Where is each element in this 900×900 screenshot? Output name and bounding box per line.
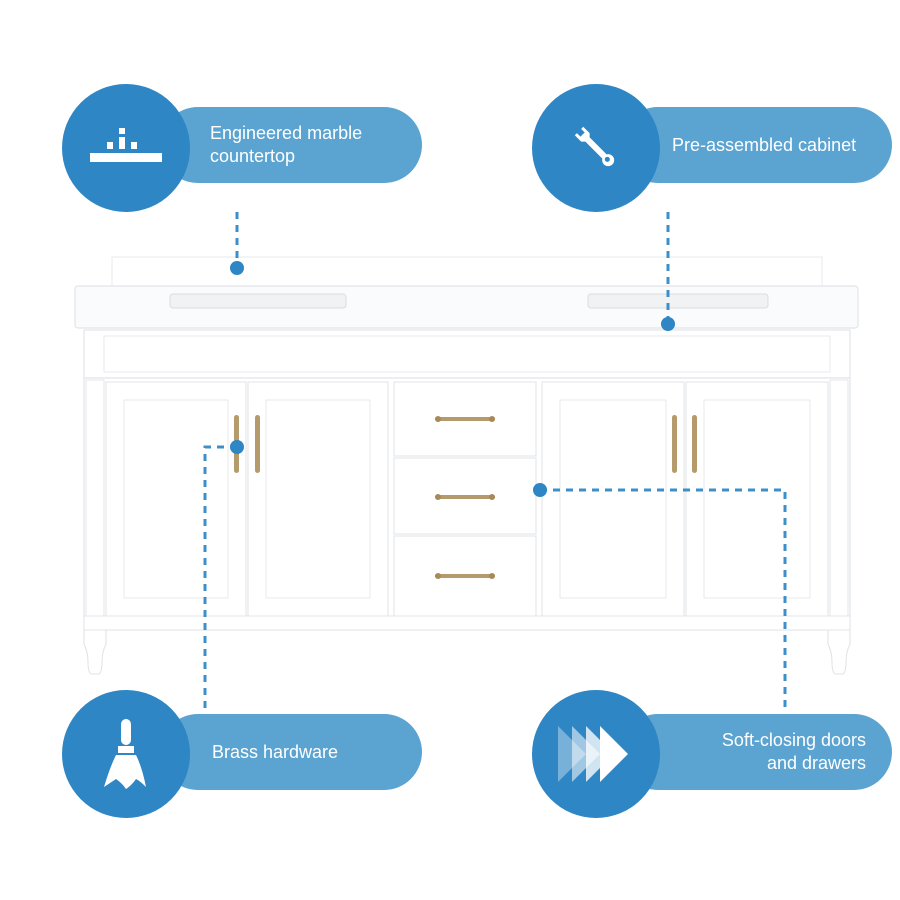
feature-label-line: countertop (210, 146, 296, 166)
feature-label-line: Soft-closing doors (721, 730, 866, 750)
feature-circle-countertop (62, 84, 190, 212)
door-4 (685, 381, 829, 617)
left-post (85, 379, 105, 629)
feature-circle-soft-close (532, 690, 660, 818)
leader-line-soft-close (540, 488, 787, 712)
paintbrush-icon (104, 719, 146, 789)
door-handle (672, 415, 677, 473)
door-handle (692, 415, 697, 473)
feature-circle-hardware (62, 690, 190, 818)
right-leg (827, 629, 851, 675)
drawer-pull (435, 494, 495, 500)
leader-line-hardware (203, 445, 237, 712)
feature-label-line: and drawers (766, 753, 866, 773)
leader-dot-cabinet (661, 317, 675, 331)
drawer-pull (435, 416, 495, 422)
left-sink (169, 293, 347, 309)
leader-dot-soft-close (533, 483, 547, 497)
door-3 (541, 381, 685, 617)
door-2 (247, 381, 389, 617)
bottom-rail (83, 615, 851, 631)
leader-dot-countertop (230, 261, 244, 275)
feature-label-line: Pre-assembled cabinet (672, 134, 857, 155)
door-handle (255, 415, 260, 473)
right-sink (587, 293, 769, 309)
cabinet-apron (83, 329, 851, 379)
drawer-pull (435, 573, 495, 579)
feature-label-line: Brass hardware (212, 741, 339, 762)
left-leg (83, 629, 107, 675)
feature-pill-soft-close: Soft-closing doors and drawers (620, 714, 892, 790)
feature-pill-countertop: Engineered marble countertop (160, 107, 422, 183)
countertop-icon (90, 128, 162, 162)
wrench-icon (574, 126, 615, 167)
feature-circle-cabinet (532, 84, 660, 212)
leader-dot-hardware (230, 440, 244, 454)
door-1 (105, 381, 247, 617)
feature-pill-hardware: Brass hardware (160, 714, 422, 790)
fast-forward-icon (558, 726, 628, 782)
feature-pill-cabinet: Pre-assembled cabinet (620, 107, 892, 183)
right-post (829, 379, 849, 629)
feature-label-line: Engineered marble (210, 123, 363, 143)
